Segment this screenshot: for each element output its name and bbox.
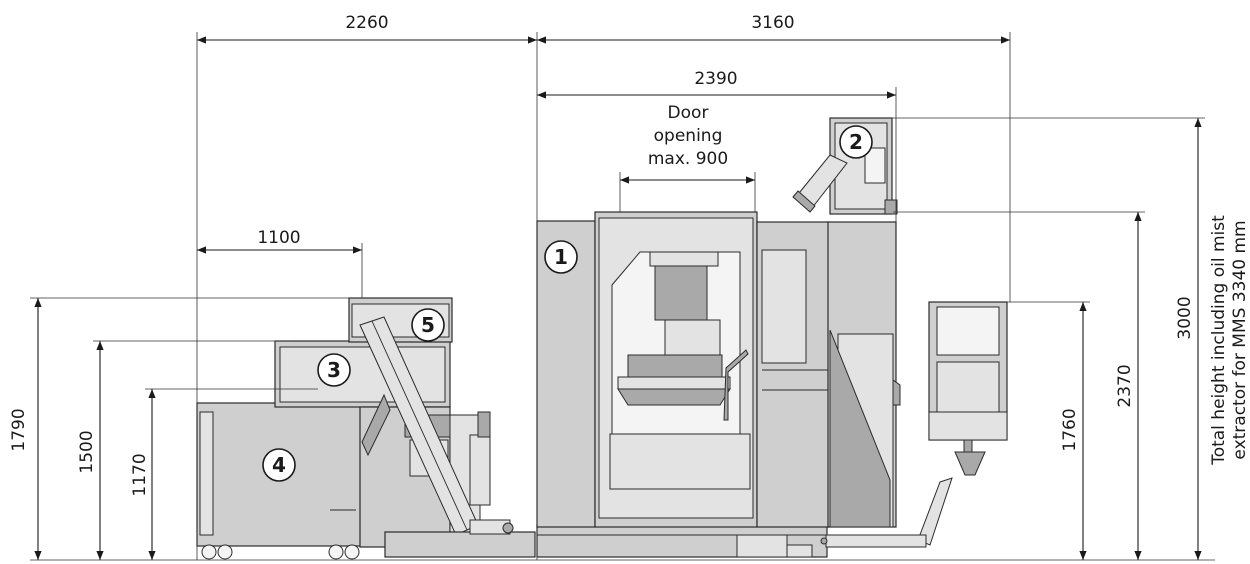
door-opening-line3: max. 900 [648,149,728,169]
dimension-lines [34,36,1202,560]
callout-5: 5 [411,308,445,342]
height-note: Total height including oil mist extracto… [1209,215,1250,466]
machine-base [536,524,828,558]
door-opening-line2: opening [654,126,723,146]
extension-lines [30,32,1205,560]
dim-1760-label: 1760 [1060,408,1080,451]
control-panel [820,301,1008,548]
dim-1790-label: 1790 [9,408,29,451]
dim-2260-label: 2260 [345,13,388,33]
dim-1100-label: 1100 [257,228,300,248]
callout-2: 2 [839,125,873,159]
callout-2-label: 2 [849,130,863,154]
dimension-labels: 2260 3160 2390 Door opening max. 900 110… [9,13,1195,497]
dim-3000-label: 3000 [1175,296,1195,339]
dim-1170-label: 1170 [130,453,150,496]
dim-1500-label: 1500 [77,430,97,473]
chip-conveyor [359,316,536,558]
callouts: 1 2 3 4 5 [262,125,873,482]
work-area-window [609,251,751,490]
door-opening-line1: Door [668,103,709,123]
callout-4-label: 4 [272,453,286,477]
callout-3-label: 3 [327,358,341,382]
dim-3160-label: 3160 [751,13,794,33]
dim-2390-label: 2390 [694,69,737,89]
note-line1: Total height including oil mist [1209,215,1229,466]
callout-1-label: 1 [554,245,568,269]
callout-4: 4 [262,448,296,482]
callout-1: 1 [544,240,578,274]
machine-illustration [30,117,1215,561]
callout-3: 3 [317,353,351,387]
dim-2370-label: 2370 [1115,364,1135,407]
note-line2: extractor for MMS 3340 mm [1230,220,1250,459]
callout-5-label: 5 [421,313,435,337]
